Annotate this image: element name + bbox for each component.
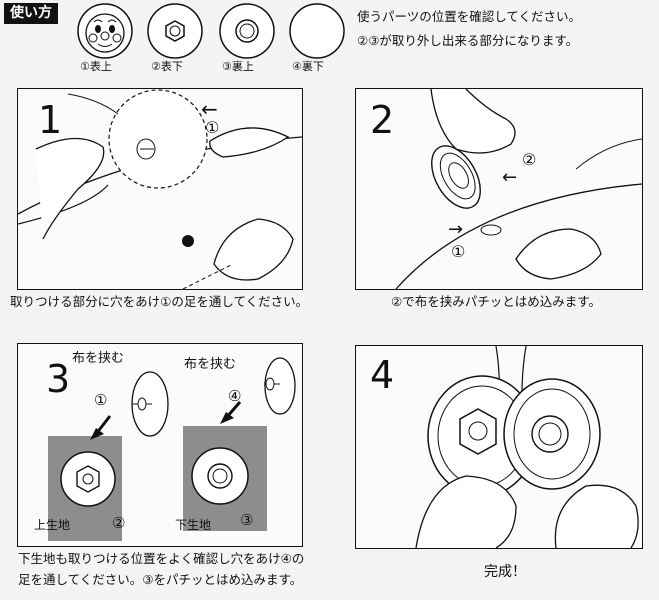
part-1-icon bbox=[76, 2, 134, 60]
step-3-panel: 3 布を挟む 布を挟む ① ④ 上生地 ② 下生地 ③ bbox=[17, 343, 303, 547]
step-1-number: 1 bbox=[38, 98, 63, 142]
step-2-arrow-left: ← bbox=[502, 167, 518, 188]
step-3-number: 3 bbox=[46, 357, 71, 401]
step-1-panel: 1 ← ① bbox=[17, 88, 303, 290]
intro-line-2: ②③が取り外し出来る部分になります。 bbox=[357, 33, 579, 48]
step-3-illustration bbox=[48, 357, 296, 541]
step-4-panel: 4 bbox=[355, 345, 643, 549]
step-3-left-fabric: 上生地 bbox=[34, 518, 71, 532]
step-1-arrow: ← bbox=[201, 97, 218, 121]
step-3-left-mark: ① bbox=[94, 391, 108, 409]
step-2-mark-1: ① bbox=[451, 242, 466, 261]
part-1-label: ①表上 bbox=[80, 60, 112, 73]
step-3-left-title: 布を挟む bbox=[72, 351, 125, 366]
step-3-caption-line-1: 下生地も取りつける位置をよく確認し穴をあけ④の bbox=[18, 551, 305, 566]
part-4-icon bbox=[288, 2, 346, 60]
step-2-arrow-right: → bbox=[448, 219, 464, 240]
step-3-right-fabric-mark: ③ bbox=[240, 511, 254, 529]
section-tag: 使い方 bbox=[4, 3, 58, 24]
part-3-icon bbox=[218, 2, 276, 60]
part-2-icon bbox=[146, 2, 204, 60]
part-4-label: ④裏下 bbox=[292, 60, 324, 73]
step-1-caption: 取りつける部分に穴をあけ①の足を通してください。 bbox=[10, 294, 309, 309]
step-1-illustration bbox=[18, 89, 302, 289]
step-2-caption: ②で布を挟みパチッとはめ込みます。 bbox=[391, 294, 601, 309]
step-2-number: 2 bbox=[370, 98, 395, 142]
step-3-left-fabric-mark: ② bbox=[112, 514, 126, 532]
intro-line-1: 使うパーツの位置を確認してください。 bbox=[357, 9, 582, 24]
step-3-caption-line-2: 足を通してください。③をパチッとはめ込みます。 bbox=[18, 572, 303, 587]
part-2-label: ②表下 bbox=[151, 60, 183, 73]
step-2-illustration bbox=[395, 89, 642, 289]
step-2-mark-2: ② bbox=[522, 150, 537, 169]
step-1-mark: ① bbox=[205, 118, 220, 137]
part-3-label: ③裏上 bbox=[222, 60, 254, 73]
step-2-panel: 2 ← ② → ① bbox=[355, 88, 643, 290]
step-4-illustration bbox=[415, 346, 639, 548]
step-3-right-fabric: 下生地 bbox=[175, 518, 212, 532]
step-3-right-mark: ④ bbox=[228, 387, 242, 405]
step-4-number: 4 bbox=[370, 353, 395, 397]
step-3-right-title: 布を挟む bbox=[184, 357, 237, 372]
step-4-caption: 完成！ bbox=[484, 564, 526, 580]
